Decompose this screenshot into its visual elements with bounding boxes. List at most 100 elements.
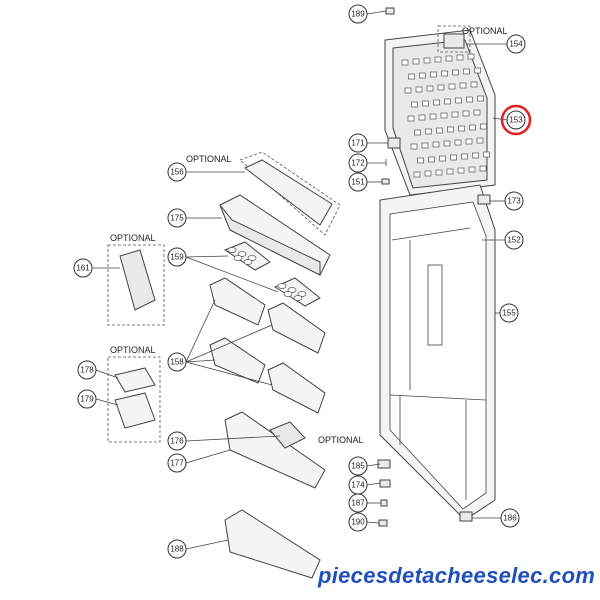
panel-hole <box>429 113 437 120</box>
callout-152: 152 <box>504 230 524 250</box>
panel-hole <box>480 123 487 130</box>
svg-text:172: 172 <box>351 159 365 168</box>
svg-text:154: 154 <box>509 40 523 49</box>
callout-161: 161 <box>73 258 93 278</box>
panel-hole <box>451 111 459 118</box>
egg-slot <box>247 255 257 261</box>
panel-hole <box>458 125 465 132</box>
svg-text:185: 185 <box>351 462 365 471</box>
panel-hole <box>432 141 440 148</box>
optional-label-bin-accessory: OPTIONAL <box>318 435 364 445</box>
panel-hole <box>470 81 478 88</box>
svg-text:152: 152 <box>507 236 521 245</box>
panel-hole <box>412 58 420 65</box>
panel-hole <box>441 70 448 77</box>
panel-hole <box>483 151 490 158</box>
panel-hole <box>404 87 412 94</box>
door-bins-158 <box>209 277 326 414</box>
svg-text:177: 177 <box>170 459 184 468</box>
panel-hole <box>455 97 462 104</box>
callout-186: 186 <box>500 508 520 528</box>
callout-153: 153 <box>506 110 526 130</box>
panel-hole <box>457 167 465 174</box>
panel-hole <box>436 127 443 134</box>
egg-slot <box>237 251 247 257</box>
panel-hole <box>439 155 446 162</box>
panel-hole <box>419 72 426 79</box>
panel-hole <box>422 100 429 107</box>
panel-hole <box>430 71 437 78</box>
callout-154: 154 <box>506 34 526 54</box>
svg-text:190: 190 <box>351 518 365 527</box>
callout-159: 159 <box>167 247 187 267</box>
optional-label-bottle-rack: OPTIONAL <box>110 233 156 243</box>
callout-173: 173 <box>504 191 524 211</box>
callout-158: 158 <box>167 352 187 372</box>
svg-text:175: 175 <box>170 214 184 223</box>
panel-hole <box>418 114 426 121</box>
optional-label-containers: OPTIONAL <box>110 345 156 355</box>
egg-slot <box>287 287 297 293</box>
optional-bottle-rack-161 <box>107 244 165 326</box>
svg-text:178: 178 <box>80 366 94 375</box>
callout-188: 188 <box>167 539 187 559</box>
callout-175: 175 <box>167 208 187 228</box>
optional-containers-178-179 <box>107 356 161 443</box>
svg-text:179: 179 <box>80 395 94 404</box>
panel-hole <box>466 96 473 103</box>
hinge-parts <box>377 7 491 527</box>
svg-text:159: 159 <box>170 253 184 262</box>
egg-slot <box>277 283 287 289</box>
panel-hole <box>474 67 481 74</box>
leader-lines <box>92 10 508 550</box>
panel-hole <box>472 152 479 159</box>
callout-190: 190 <box>348 512 368 532</box>
freezer-door-panel <box>384 29 496 196</box>
callout-177: 177 <box>167 453 187 473</box>
svg-text:188: 188 <box>170 545 184 554</box>
svg-text:189: 189 <box>351 10 365 19</box>
door-bin-177 <box>224 411 326 489</box>
optional-label-shelf-cover: OPTIONAL <box>186 154 232 164</box>
panel-hole <box>445 55 453 62</box>
panel-hole <box>410 143 418 150</box>
callout-178: 178 <box>77 360 97 380</box>
callout-151: 151 <box>348 172 368 192</box>
panel-hole <box>469 124 476 131</box>
panel-hole <box>452 69 459 76</box>
svg-text:174: 174 <box>351 481 365 490</box>
callout-172: 172 <box>348 153 368 173</box>
egg-slot <box>297 291 307 297</box>
shelf-cover-optional <box>239 151 341 236</box>
watermark-text: piecesdetacheeselec.com <box>317 563 595 588</box>
panel-hole <box>408 73 415 80</box>
panel-hole <box>468 166 476 173</box>
panel-hole <box>447 126 454 133</box>
callout-176: 176 <box>167 431 187 451</box>
svg-text:176: 176 <box>170 437 184 446</box>
svg-text:155: 155 <box>502 309 516 318</box>
panel-hole <box>448 83 456 90</box>
panel-hole <box>444 98 451 105</box>
panel-hole <box>433 99 440 106</box>
panel-hole <box>463 68 470 75</box>
panel-hole <box>476 137 484 144</box>
svg-text:153: 153 <box>509 116 523 125</box>
panel-hole <box>425 128 432 135</box>
panel-hole <box>428 156 435 163</box>
egg-slot <box>243 259 253 265</box>
panel-hole <box>415 86 423 93</box>
door-bin-188 <box>224 509 321 579</box>
panel-hole <box>454 139 462 146</box>
panel-hole <box>461 153 468 160</box>
callout-179: 179 <box>77 389 97 409</box>
door-bin-175 <box>219 194 331 276</box>
svg-text:186: 186 <box>503 514 517 523</box>
panel-hole <box>421 142 429 149</box>
egg-slot <box>283 291 293 297</box>
panel-hole <box>479 165 487 172</box>
panel-hole <box>424 170 432 177</box>
callout-187: 187 <box>348 493 368 513</box>
panel-hole <box>450 154 457 161</box>
